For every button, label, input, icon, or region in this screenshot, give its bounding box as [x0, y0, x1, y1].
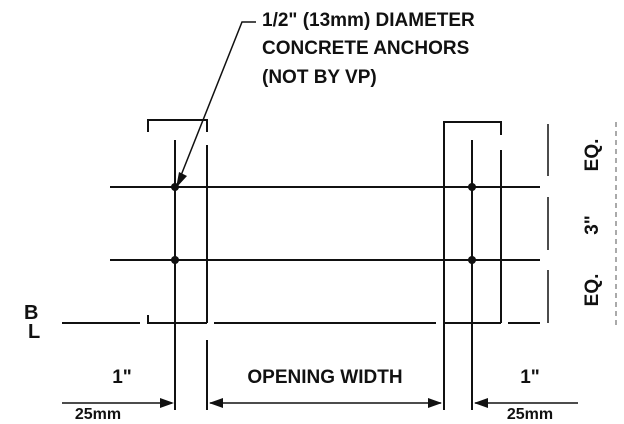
dimension-3-inch: 3": [582, 215, 603, 235]
anchor-point: [171, 183, 179, 191]
left-dimension-metric: 25mm: [75, 406, 121, 423]
right-dimension-imperial: 1": [520, 367, 540, 388]
vertical-dimension-line: [547, 122, 617, 326]
callout-line-2: CONCRETE ANCHORS: [262, 38, 469, 59]
baseline-marker-l: L: [28, 321, 40, 343]
anchor-point: [468, 256, 476, 264]
callout-leader: [176, 21, 256, 188]
right-metric-dimension: [474, 398, 578, 408]
dimension-eq-top: EQ.: [582, 139, 603, 172]
dimension-eq-bottom: EQ.: [582, 274, 603, 307]
opening-width-arrow: [209, 398, 442, 408]
callout-line-1: 1/2" (13mm) DIAMETER: [262, 10, 475, 31]
callout-line-3: (NOT BY VP): [262, 67, 377, 88]
anchor-point: [468, 183, 476, 191]
left-metric-dimension: [62, 398, 174, 408]
left-column-outline: [147, 119, 208, 410]
right-column-outline: [443, 121, 502, 410]
left-dimension-imperial: 1": [112, 367, 132, 388]
opening-width-label: OPENING WIDTH: [247, 367, 402, 388]
right-dimension-metric: 25mm: [507, 406, 553, 423]
baseline-marker-b: B: [24, 302, 38, 324]
anchor-point: [171, 256, 179, 264]
